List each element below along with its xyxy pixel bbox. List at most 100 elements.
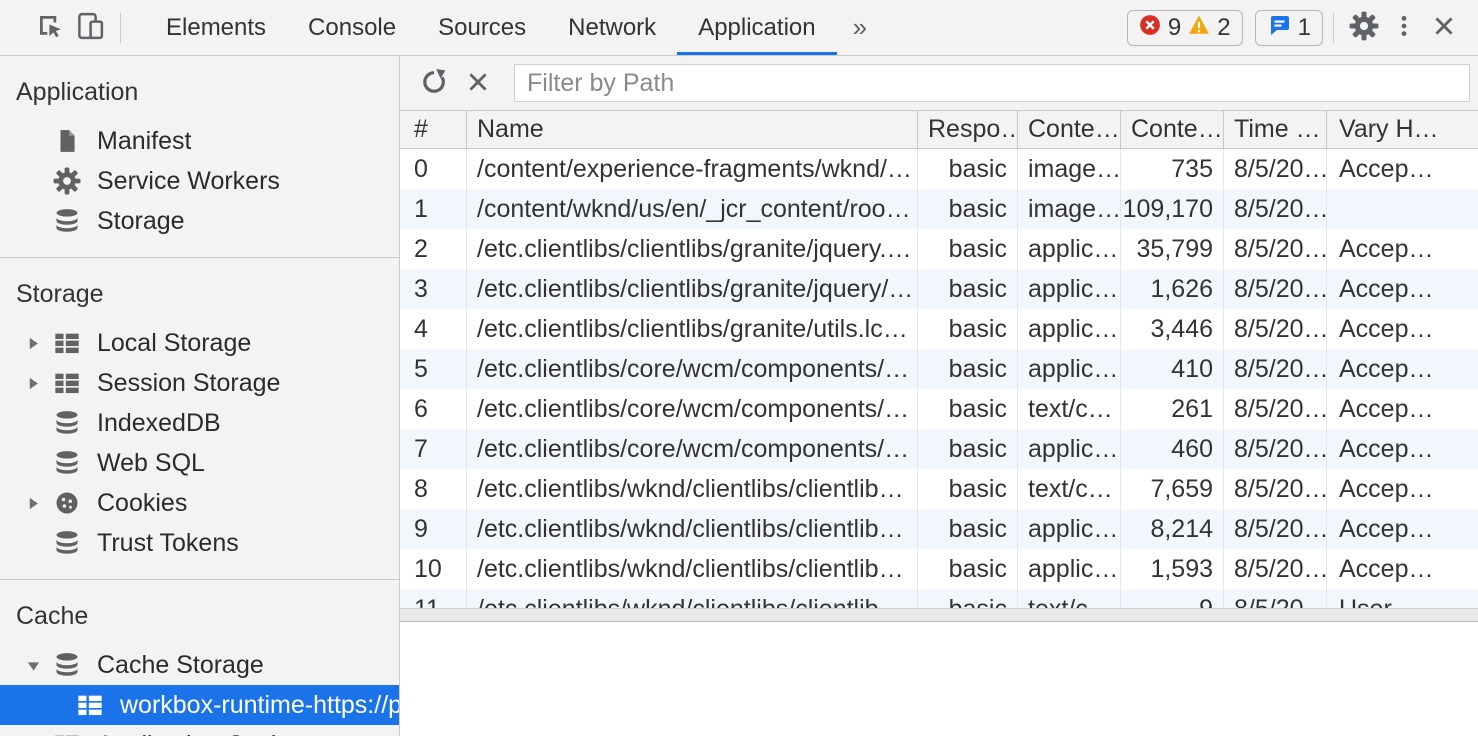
cell-response-type: basic [918, 469, 1018, 509]
inspect-element-button[interactable] [30, 8, 70, 48]
cell-time-cached: 8/5/20… [1224, 229, 1327, 269]
close-icon [1431, 13, 1457, 42]
settings-button[interactable] [1344, 8, 1384, 48]
sidebar-item-storage[interactable]: Storage [0, 201, 399, 241]
cell-content-type: applic… [1018, 509, 1121, 549]
table-row[interactable]: 10 /etc.clientlibs/wknd/clientlibs/clien… [400, 549, 1478, 589]
sidebar-item-label: Cookies [97, 488, 188, 517]
chevron-down-icon[interactable] [26, 658, 52, 673]
cell-name: /etc.clientlibs/wknd/clientlibs/clientli… [467, 509, 918, 549]
table-row[interactable]: 8 /etc.clientlibs/wknd/clientlibs/client… [400, 469, 1478, 509]
column-header-response-type[interactable]: Respo… [918, 111, 1018, 148]
sidebar-item-label: workbox-runtime-https://pu [120, 690, 399, 719]
table-row[interactable]: 3 /etc.clientlibs/clientlibs/granite/jqu… [400, 269, 1478, 309]
device-toolbar-button[interactable] [70, 8, 110, 48]
horizontal-scrollbar[interactable] [400, 608, 1478, 622]
tab-network[interactable]: Network [568, 13, 657, 41]
close-devtools-button[interactable] [1424, 8, 1464, 48]
cache-storage-panel: # Name Respo… Conte… Conte… Time … Vary … [400, 56, 1478, 736]
table-row[interactable]: 9 /etc.clientlibs/wknd/clientlibs/client… [400, 509, 1478, 549]
sidebar-item-local-storage[interactable]: Local Storage [0, 323, 399, 363]
table-row[interactable]: 11 /etc.clientlibs/wknd/clientlibs/clien… [400, 589, 1478, 608]
cell-index: 6 [400, 389, 467, 429]
tab-elements[interactable]: Elements [166, 13, 267, 41]
table-row[interactable]: 2 /etc.clientlibs/clientlibs/granite/jqu… [400, 229, 1478, 269]
cell-vary-header: Accep… [1339, 314, 1434, 343]
cell-vary-header: Accep… [1339, 514, 1434, 543]
table-row[interactable]: 6 /etc.clientlibs/core/wcm/components/… … [400, 389, 1478, 429]
cell-content-length: 7,659 [1121, 469, 1224, 509]
sidebar-item-manifest[interactable]: Manifest [0, 121, 399, 161]
cell-response-type: basic [918, 389, 1018, 429]
warning-count: 2 [1217, 13, 1231, 41]
tab-application[interactable]: Application [677, 0, 838, 55]
sidebar-item-cache-storage[interactable]: Cache Storage [0, 645, 399, 685]
table-row[interactable]: 7 /etc.clientlibs/core/wcm/components/… … [400, 429, 1478, 469]
table-row[interactable]: 1 /content/wknd/us/en/_jcr_content/roo… … [400, 189, 1478, 229]
sidebar-section-storage: Storage Local Storage [0, 258, 399, 580]
device-toolbar-icon [75, 11, 105, 44]
issues-icon [1267, 13, 1291, 42]
more-tabs-button[interactable]: » [852, 12, 868, 42]
column-header-content-length[interactable]: Conte… [1121, 111, 1224, 148]
devtools-toolbar: Elements Console Sources Network Applica… [0, 0, 1478, 56]
cell-content-type: text/c… [1018, 589, 1121, 608]
sidebar-item-label: Service Workers [97, 166, 280, 195]
chevron-right-icon[interactable] [26, 376, 52, 391]
cache-table-header: # Name Respo… Conte… Conte… Time … Vary … [400, 111, 1478, 149]
gear-icon [52, 166, 82, 196]
application-sidebar: Application Manifest Service Workers [0, 56, 400, 736]
cell-name: /etc.clientlibs/wknd/clientlibs/clientli… [467, 589, 918, 608]
sidebar-item-service-workers[interactable]: Service Workers [0, 161, 399, 201]
sidebar-item-cookies[interactable]: Cookies [0, 483, 399, 523]
section-title-cache: Cache [16, 602, 89, 630]
column-header-index[interactable]: # [400, 111, 467, 148]
table-row[interactable]: 5 /etc.clientlibs/core/wcm/components/… … [400, 349, 1478, 389]
cell-content-length: 35,799 [1121, 229, 1224, 269]
console-errors-warnings-badge[interactable]: 9 2 [1126, 9, 1243, 46]
sidebar-item-session-storage[interactable]: Session Storage [0, 363, 399, 403]
filter-by-path-input[interactable] [514, 64, 1470, 102]
cache-entry-preview-pane [400, 622, 1478, 736]
sidebar-item-web-sql[interactable]: Web SQL [0, 443, 399, 483]
cell-response-type: basic [918, 349, 1018, 389]
cache-filter-bar [400, 56, 1478, 111]
table-icon [75, 690, 105, 720]
tab-sources[interactable]: Sources [438, 13, 527, 41]
tab-console[interactable]: Console [308, 13, 397, 41]
cell-content-length: 9 [1121, 589, 1224, 608]
sidebar-item-application-cache[interactable]: Application Cache [0, 725, 399, 736]
chevron-right-icon[interactable] [26, 496, 52, 511]
issues-badge[interactable]: 1 [1254, 9, 1323, 46]
cell-name: /etc.clientlibs/clientlibs/granite/jquer… [467, 269, 918, 309]
chevron-right-icon[interactable] [26, 336, 52, 351]
delete-selected-button[interactable] [456, 61, 500, 105]
column-header-vary-header[interactable]: Vary H… [1339, 115, 1439, 143]
refresh-button[interactable] [412, 61, 456, 105]
table-row[interactable]: 4 /etc.clientlibs/clientlibs/granite/uti… [400, 309, 1478, 349]
sidebar-item-indexeddb[interactable]: IndexedDB [0, 403, 399, 443]
cell-vary-header: Accep… [1339, 394, 1434, 423]
cell-index: 11 [400, 589, 467, 608]
warning-icon [1188, 14, 1210, 41]
table-row[interactable]: 0 /content/experience-fragments/wknd/… b… [400, 149, 1478, 189]
cell-index: 5 [400, 349, 467, 389]
more-options-button[interactable] [1384, 8, 1424, 48]
sidebar-item-label: Application Cache [97, 731, 299, 736]
panel-tabs: Elements Console Sources Network Applica… [145, 0, 883, 55]
cell-content-length: 1,626 [1121, 269, 1224, 309]
cell-time-cached: 8/5/20… [1224, 509, 1327, 549]
sidebar-item-label: Storage [97, 206, 185, 235]
cell-content-type: text/c… [1018, 389, 1121, 429]
sidebar-item-workbox-runtime-cache[interactable]: workbox-runtime-https://pu [0, 685, 399, 725]
sidebar-item-trust-tokens[interactable]: Trust Tokens [0, 523, 399, 563]
sidebar-item-label: IndexedDB [97, 408, 221, 437]
column-header-time-cached[interactable]: Time … [1224, 111, 1327, 148]
column-header-content-type[interactable]: Conte… [1018, 111, 1121, 148]
cell-index: 2 [400, 229, 467, 269]
section-title-application: Application [16, 78, 139, 106]
cell-vary-header: User-… [1327, 589, 1478, 609]
column-header-name[interactable]: Name [467, 111, 918, 148]
cell-content-type: applic… [1018, 269, 1121, 309]
cell-content-type: applic… [1018, 349, 1121, 389]
